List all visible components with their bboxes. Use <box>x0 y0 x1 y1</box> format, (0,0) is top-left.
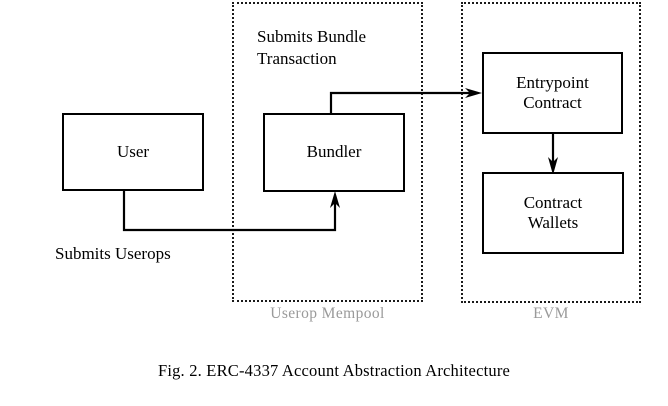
region-label-evm: EVM <box>533 305 569 322</box>
node-entrypoint-contract-label: Entrypoint Contract <box>516 72 589 112</box>
region-label-userop-mempool: Userop Mempool <box>270 305 385 322</box>
node-user[interactable]: User <box>62 113 204 191</box>
node-contract-wallets[interactable]: Contract Wallets <box>482 172 624 254</box>
region-evm <box>461 2 641 303</box>
node-contract-wallets-label: Contract Wallets <box>523 192 583 232</box>
annotation-submits-userops: Submits Userops <box>55 244 171 263</box>
figure-caption: Fig. 2. ERC-4337 Account Abstraction Arc… <box>157 361 511 380</box>
node-bundler[interactable]: Bundler <box>263 113 405 192</box>
region-userop-mempool <box>232 2 423 302</box>
node-bundler-label: Bundler <box>306 142 362 162</box>
node-entrypoint-contract[interactable]: Entrypoint Contract <box>482 52 623 134</box>
annotation-submits-bundle-transaction: Submits Bundle Transaction <box>257 27 367 69</box>
node-user-label: User <box>116 141 150 161</box>
